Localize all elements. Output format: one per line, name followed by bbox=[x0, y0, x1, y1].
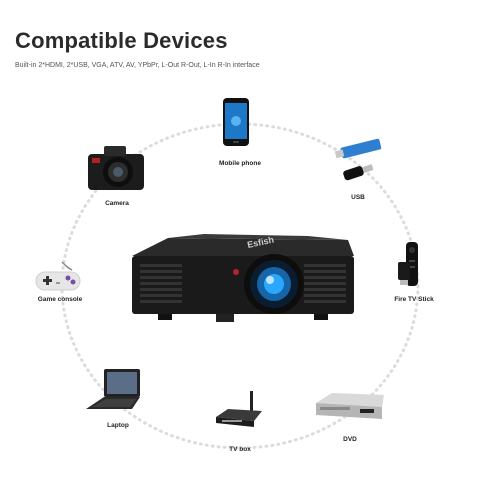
dvd-player-icon bbox=[312, 387, 388, 427]
usb-label: USB bbox=[351, 194, 365, 201]
fire-tv-stick-icon bbox=[396, 240, 436, 288]
camera-label: Camera bbox=[105, 200, 129, 207]
tv-box-label: TV box bbox=[229, 446, 251, 453]
interface-subtitle: Built-in 2*HDMI, 2*USB, VGA, ATV, AV, YP… bbox=[15, 62, 260, 69]
tv-box-icon bbox=[214, 389, 264, 433]
laptop-icon bbox=[84, 367, 144, 411]
fire-tv-stick-label: Fire TV Stick bbox=[394, 296, 434, 303]
page-title: Compatible Devices bbox=[15, 28, 228, 53]
mobile-phone-label: Mobile phone bbox=[219, 160, 261, 167]
dvd-label: DVD bbox=[343, 436, 357, 443]
game-controller-icon bbox=[32, 258, 84, 298]
camera-icon bbox=[86, 142, 148, 194]
game-console-label: Game console bbox=[37, 296, 83, 303]
laptop-label: Laptop bbox=[107, 422, 129, 429]
mobile-phone-icon bbox=[222, 97, 250, 147]
projector-image: Esfish bbox=[128, 226, 360, 328]
usb-drive-icon bbox=[333, 137, 389, 183]
